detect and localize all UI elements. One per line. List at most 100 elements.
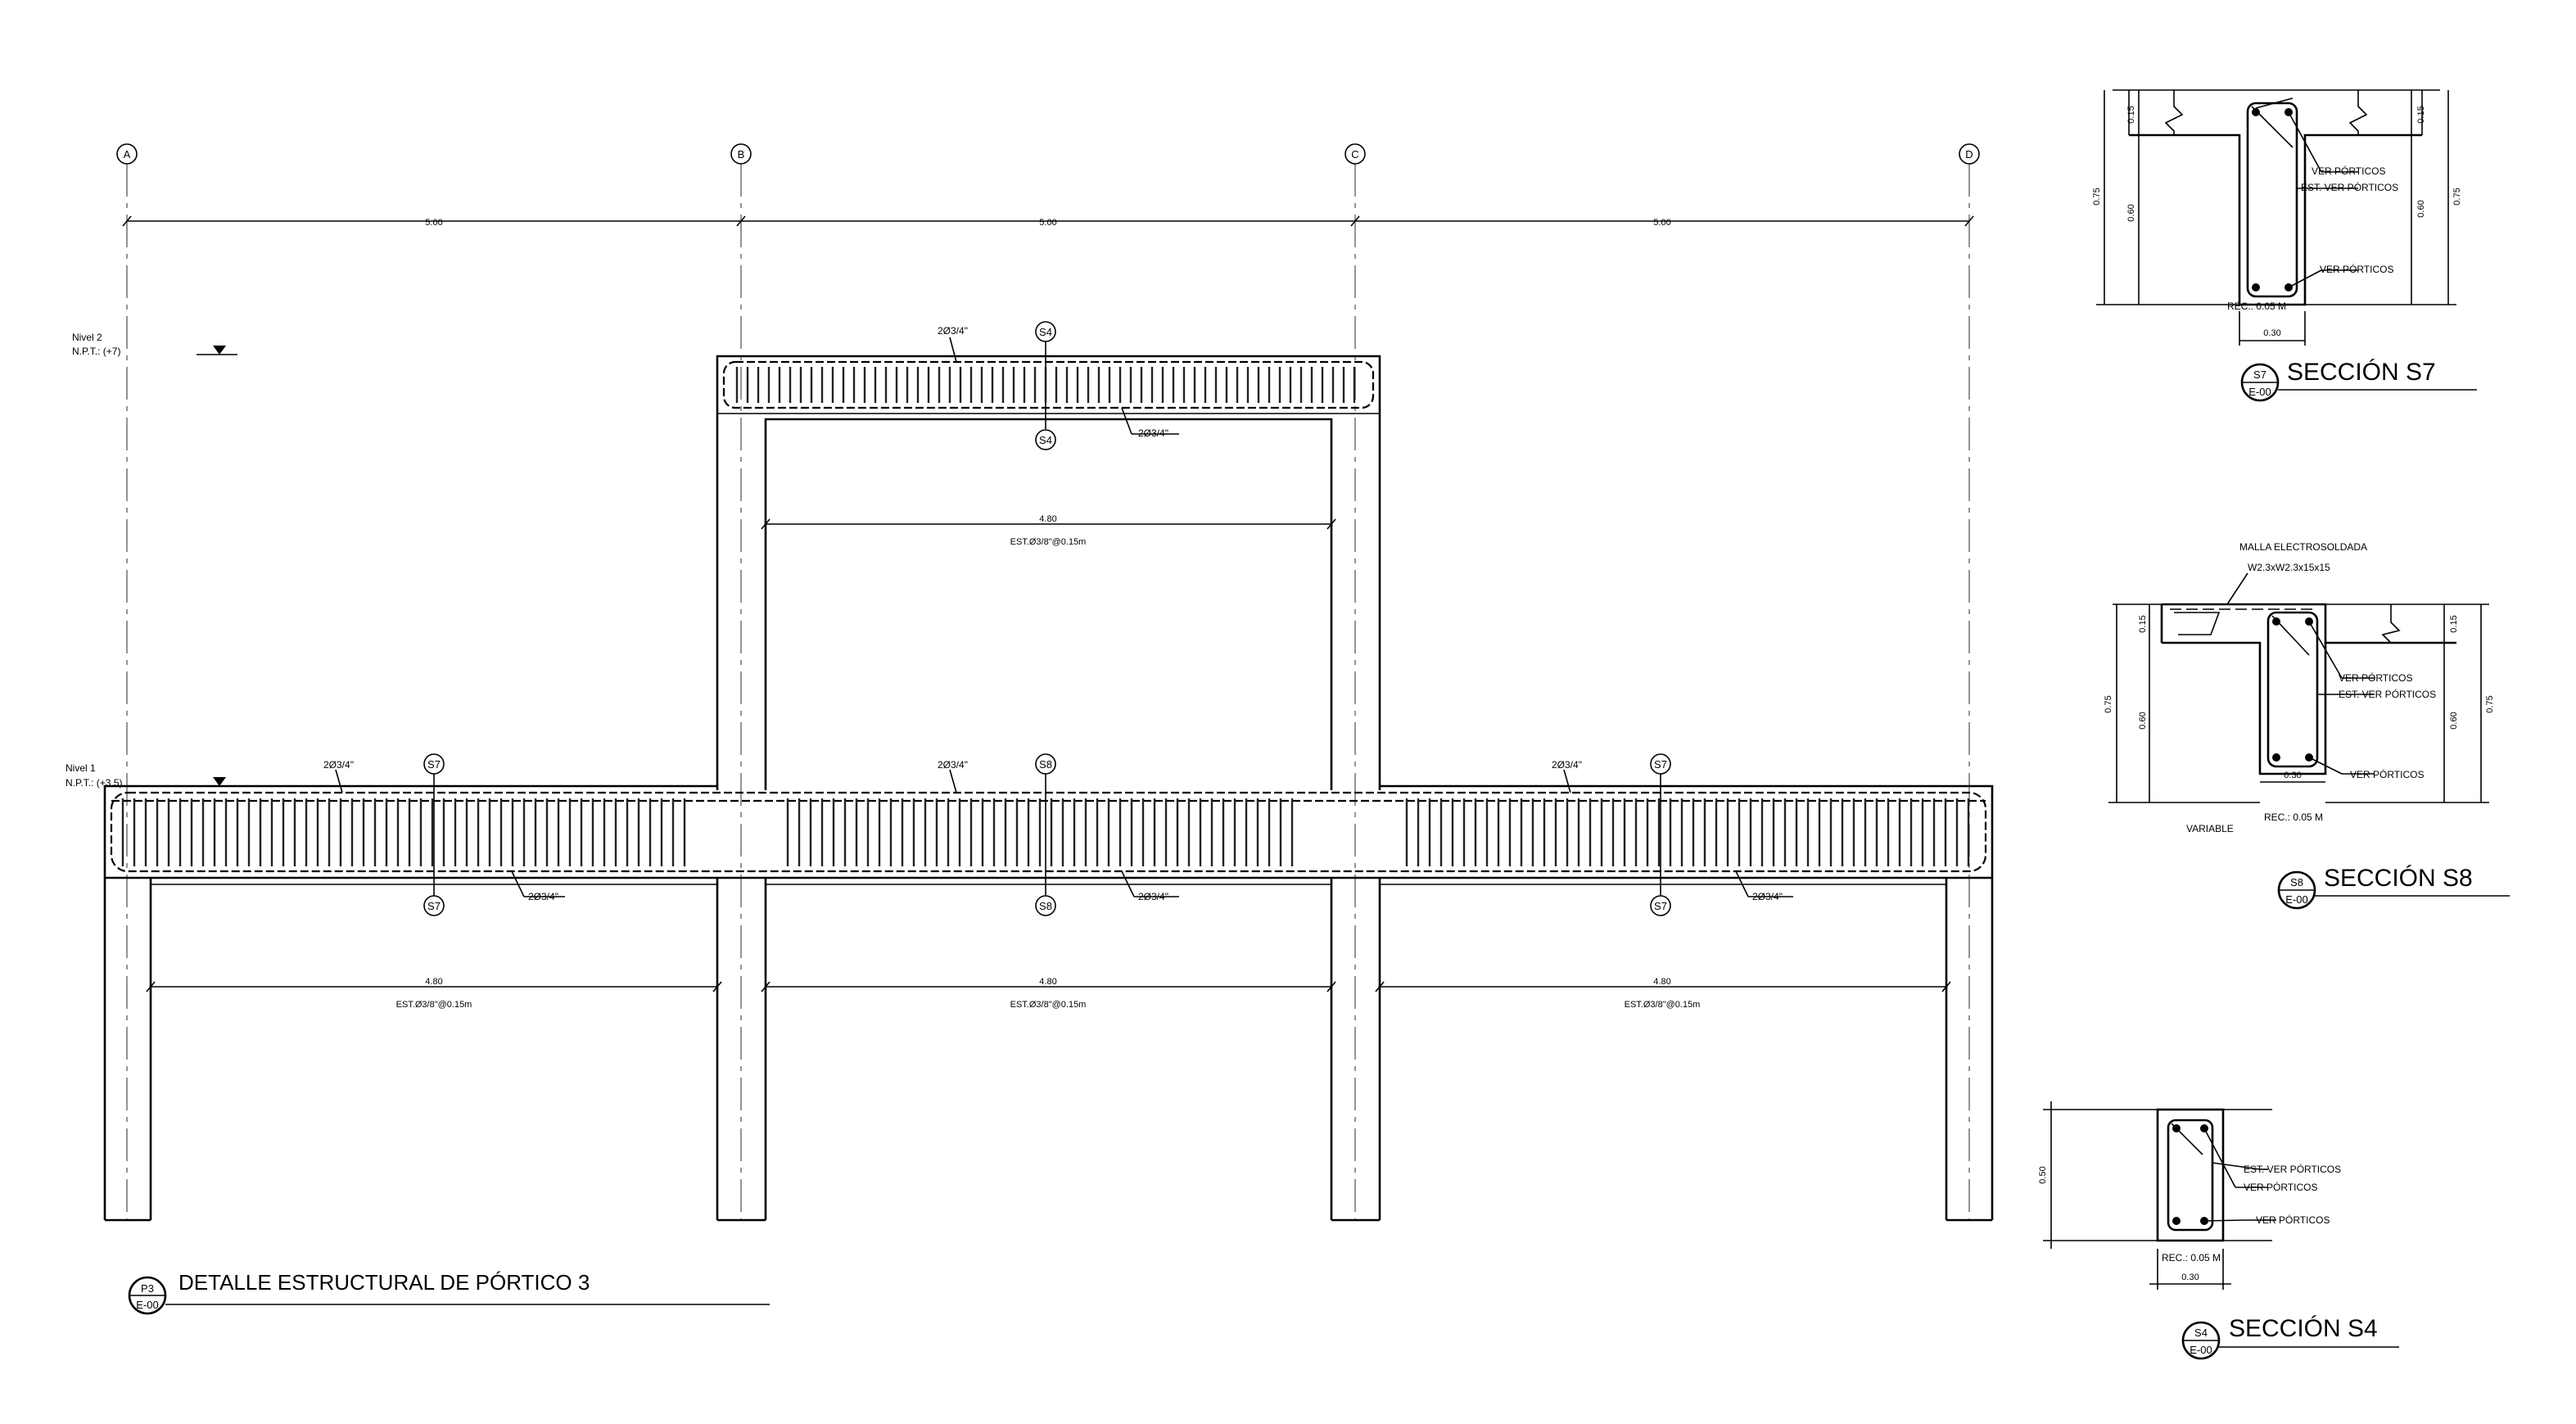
s4-title-code: S4 <box>2194 1327 2208 1339</box>
s8-title-sheet: E-00 <box>2285 893 2307 906</box>
svg-text:D: D <box>1965 148 1973 160</box>
upper-beam-top-bar-label: 2Ø3/4" <box>938 325 968 337</box>
s7-slab-dim-right: 0.15 <box>2416 106 2426 123</box>
s7-total-dim-right: 0.75 <box>2452 188 2462 205</box>
s8-mesh-name: MALLA ELECTROSOLDADA <box>2239 541 2367 553</box>
frame-title-block: P3 E-00 DETALLE ESTRUCTURAL DE PÓRTICO 3 <box>128 1270 770 1315</box>
s4-title: SECCIÓN S4 <box>2229 1315 2378 1342</box>
s7-title-sheet: E-00 <box>2248 386 2271 398</box>
lower-beam-2-clear-span: 4.80 <box>1039 977 1056 987</box>
upper-beam-section-mark-bottom: S4 <box>1035 429 1056 450</box>
section-s8: MALLA ELECTROSOLDADA W2.3xW2.3x15x15 VER… <box>2104 541 2510 910</box>
lower-beam-stirrups <box>121 798 1970 866</box>
lower-frame-outline <box>103 784 1994 1222</box>
s7-bottom-note: VER PÓRTICOS <box>2320 263 2393 275</box>
s4-width-dim: 0.30 <box>2181 1273 2199 1282</box>
section-s4: 0.50 EST. VER PÓRTICOS VER PÓRTICOS VER … <box>2038 1101 2399 1360</box>
frame-elevation: A B C D 5.00 5.00 5.00 <box>66 143 1994 1315</box>
span-ab-dimension: 5.00 <box>425 218 442 228</box>
s7-cover-note: REC.: 0.05 M <box>2227 301 2286 312</box>
lower-beam-1-clear-span: 4.80 <box>425 977 442 987</box>
s8-mesh-spec: W2.3xW2.3x15x15 <box>2248 562 2330 573</box>
s7-total-dim: 0.75 <box>2092 188 2102 205</box>
axis-bubble-b: B <box>730 143 752 165</box>
s8-total-dim-right: 0.75 <box>2485 695 2495 712</box>
s7-top-note: VER PÓRTICOS <box>2312 165 2385 177</box>
lower-beam-2-section-mark-top: S8 <box>1035 753 1056 775</box>
upper-beam-stirrups <box>735 367 1356 403</box>
span-cd-dimension: 5.00 <box>1653 218 1670 228</box>
section-s7: VER PÓRTICOS EST. VER PÓRTICOS VER PÓRTI… <box>2092 89 2477 402</box>
svg-text:S8: S8 <box>1039 900 1052 912</box>
s8-slab-dim-right: 0.15 <box>2449 615 2459 632</box>
svg-text:Nivel 1: Nivel 1 <box>66 762 96 774</box>
s4-bottom-note: VER PÓRTICOS <box>2256 1214 2330 1226</box>
s4-height-dim: 0.50 <box>2038 1166 2048 1183</box>
svg-text:S7: S7 <box>427 900 441 912</box>
s8-slab-dim: 0.15 <box>2138 615 2148 632</box>
s8-width-dim: 0.30 <box>2284 771 2301 780</box>
lower-beam-2-top-bar: 2Ø3/4" <box>938 759 968 771</box>
lower-beam-1-section-mark-bottom: S7 <box>423 895 445 916</box>
upper-beam-bottom-bar-label: 2Ø3/4" <box>1138 427 1168 439</box>
svg-text:A: A <box>124 148 131 160</box>
s8-web-dim-right: 0.60 <box>2449 712 2459 729</box>
frame-title-code: P3 <box>141 1282 154 1295</box>
level-2-marker: Nivel 2 N.P.T.: (+7) <box>72 332 237 357</box>
svg-text:C: C <box>1351 148 1358 160</box>
lower-beam-3-section-mark-bottom: S7 <box>1650 895 1671 916</box>
s8-cover-note: REC.: 0.05 M <box>2264 811 2323 823</box>
lower-beam-2-bottom-bar: 2Ø3/4" <box>1138 891 1168 902</box>
lower-beam-3-annotations: 2Ø3/4" 2Ø3/4" S7 S7 4.80 EST.Ø3/8"@0.15m <box>1375 753 1951 1010</box>
lower-beam-3-section-mark-top: S7 <box>1650 753 1671 775</box>
s7-web-dim-right: 0.60 <box>2416 200 2426 217</box>
lower-beam-3-top-bar: 2Ø3/4" <box>1552 759 1582 771</box>
lower-beam-1-bottom-bar: 2Ø3/4" <box>528 891 558 902</box>
span-bc-dimension: 5.00 <box>1039 218 1056 228</box>
svg-text:S7: S7 <box>427 758 441 771</box>
axis-bubble-c: C <box>1344 143 1366 165</box>
lower-beam-2-stirrup-spec: EST.Ø3/8"@0.15m <box>1010 1000 1087 1010</box>
svg-text:N.P.T.: (+7): N.P.T.: (+7) <box>72 346 120 357</box>
svg-text:S7: S7 <box>1654 758 1667 771</box>
svg-text:B: B <box>738 148 745 160</box>
svg-text:S8: S8 <box>1039 758 1052 771</box>
s8-title: SECCIÓN S8 <box>2324 865 2473 892</box>
level-1-marker: Nivel 1 N.P.T.: (+3.5) <box>66 762 237 789</box>
lower-beam-bars <box>110 791 1987 873</box>
lower-beam-1-stirrup-spec: EST.Ø3/8"@0.15m <box>396 1000 472 1010</box>
upper-frame-outline <box>716 355 1381 790</box>
lower-beam-1-section-mark-top: S7 <box>423 753 445 775</box>
lower-beam-2-section-mark-bottom: S8 <box>1035 895 1056 916</box>
upper-beam-section-mark-top: S4 <box>1035 321 1056 342</box>
lower-beam-3-clear-span: 4.80 <box>1653 977 1670 987</box>
svg-text:S4: S4 <box>1039 434 1052 446</box>
s4-cover-note: REC.: 0.05 M <box>2162 1252 2221 1264</box>
axis-bubble-a: A <box>116 143 138 165</box>
s7-web-dim: 0.60 <box>2126 204 2136 221</box>
s4-stirrup-note: EST. VER PÓRTICOS <box>2244 1163 2341 1175</box>
lower-beam-1-annotations: 2Ø3/4" 2Ø3/4" S7 S7 4.80 EST.Ø3/8"@0.15m <box>146 753 722 1010</box>
grid-axes: A B C D <box>116 143 1980 1220</box>
s7-slab-dim: 0.15 <box>2126 106 2136 123</box>
s7-title-code: S7 <box>2253 368 2266 381</box>
s8-bottom-note: VER PÓRTICOS <box>2350 768 2424 780</box>
s4-title-sheet: E-00 <box>2190 1344 2212 1356</box>
axis-bubble-d: D <box>1959 143 1980 165</box>
s8-title-code: S8 <box>2290 876 2303 888</box>
s8-stirrup-note: EST. VER PÓRTICOS <box>2339 688 2436 700</box>
lower-beam-3-bottom-bar: 2Ø3/4" <box>1752 891 1783 902</box>
s4-top-note: VER PÓRTICOS <box>2244 1181 2317 1193</box>
axis-dimension: 5.00 5.00 5.00 <box>122 215 1974 228</box>
svg-text:S4: S4 <box>1039 326 1052 338</box>
lower-beam-1-top-bar: 2Ø3/4" <box>323 759 354 771</box>
frame-title: DETALLE ESTRUCTURAL DE PÓRTICO 3 <box>179 1270 590 1295</box>
s7-width-dim: 0.30 <box>2263 328 2280 338</box>
lower-beam-3-stirrup-spec: EST.Ø3/8"@0.15m <box>1625 1000 1701 1010</box>
svg-text:S7: S7 <box>1654 900 1667 912</box>
svg-text:Nivel 2: Nivel 2 <box>72 332 102 343</box>
s8-top-note: VER PÓRTICOS <box>2339 671 2412 684</box>
s8-total-dim: 0.75 <box>2104 695 2113 712</box>
lower-beam-2-annotations: 2Ø3/4" 2Ø3/4" S8 S8 4.80 EST.Ø3/8"@0.15m <box>761 753 1336 1010</box>
